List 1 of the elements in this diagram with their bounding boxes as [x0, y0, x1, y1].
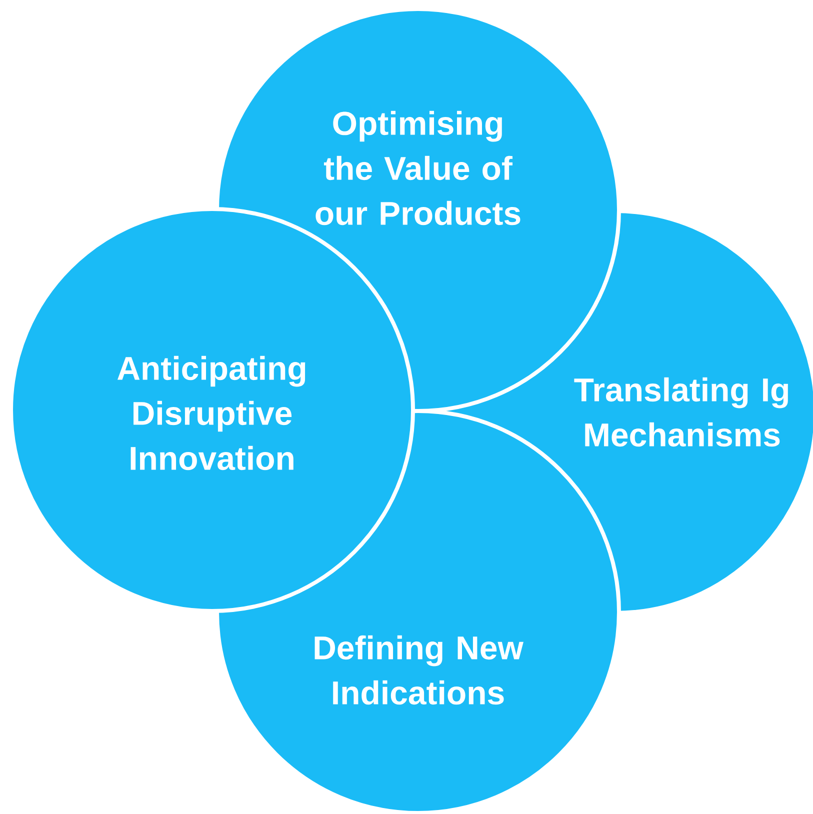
node-label: Defining New Indications	[314, 635, 524, 705]
